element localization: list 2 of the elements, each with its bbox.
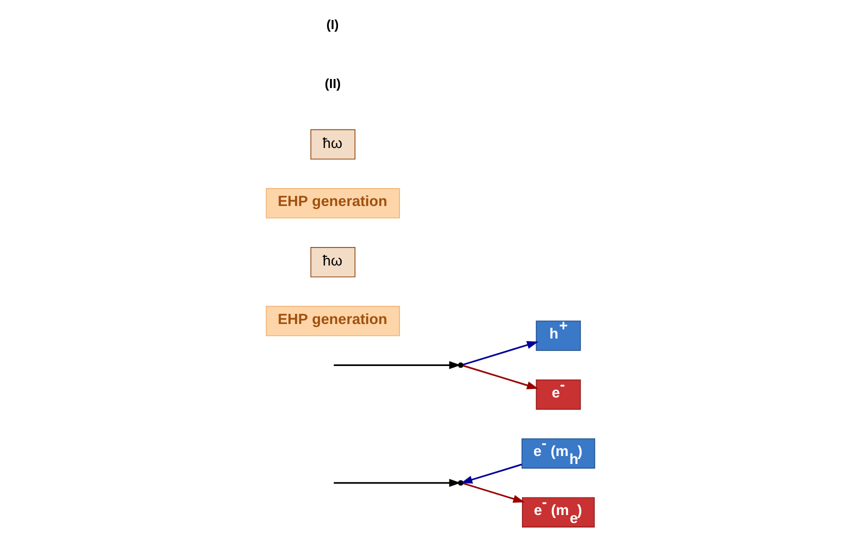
label: (I) [326, 16, 339, 32]
label: (II) [324, 76, 341, 91]
